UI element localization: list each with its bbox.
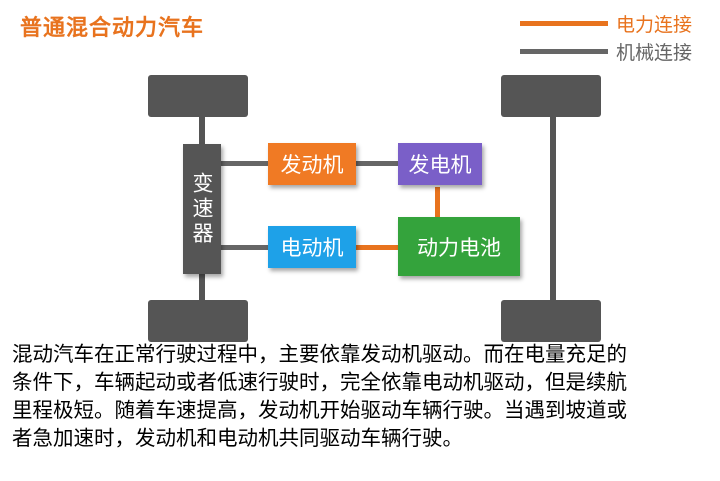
legend-mechanical: 机械连接 bbox=[519, 38, 692, 65]
front-left-wheel bbox=[148, 75, 248, 117]
description-text: 混动汽车在正常行驶过程中，主要依靠发动机驱动。而在电量充足的 条件下，车辆起动或… bbox=[12, 342, 627, 450]
motor-box: 电动机 bbox=[268, 226, 356, 268]
link-gearbox-engine bbox=[220, 161, 270, 166]
legend-electric: 电力连接 bbox=[519, 10, 692, 37]
rear-axle bbox=[550, 112, 556, 306]
front-axle-upper bbox=[199, 112, 205, 146]
link-engine-generator bbox=[354, 161, 400, 166]
link-generator-battery bbox=[435, 187, 440, 219]
generator-box: 发电机 bbox=[398, 143, 482, 185]
front-right-wheel bbox=[148, 300, 248, 342]
diagram-title: 普通混合动力汽车 bbox=[20, 16, 205, 41]
legend-electric-label: 电力连接 bbox=[615, 14, 692, 36]
legend-electric-line bbox=[519, 21, 608, 26]
gearbox-box: 变速器 bbox=[183, 144, 221, 274]
engine-box: 发动机 bbox=[268, 143, 356, 185]
legend-mechanical-line bbox=[519, 49, 608, 54]
front-axle-lower bbox=[199, 272, 205, 306]
link-motor-battery bbox=[354, 245, 400, 250]
battery-box: 动力电池 bbox=[398, 217, 520, 276]
rear-right-wheel bbox=[501, 300, 601, 342]
rear-left-wheel bbox=[501, 75, 601, 117]
link-gearbox-motor bbox=[220, 245, 270, 250]
legend-mechanical-label: 机械连接 bbox=[615, 42, 692, 64]
